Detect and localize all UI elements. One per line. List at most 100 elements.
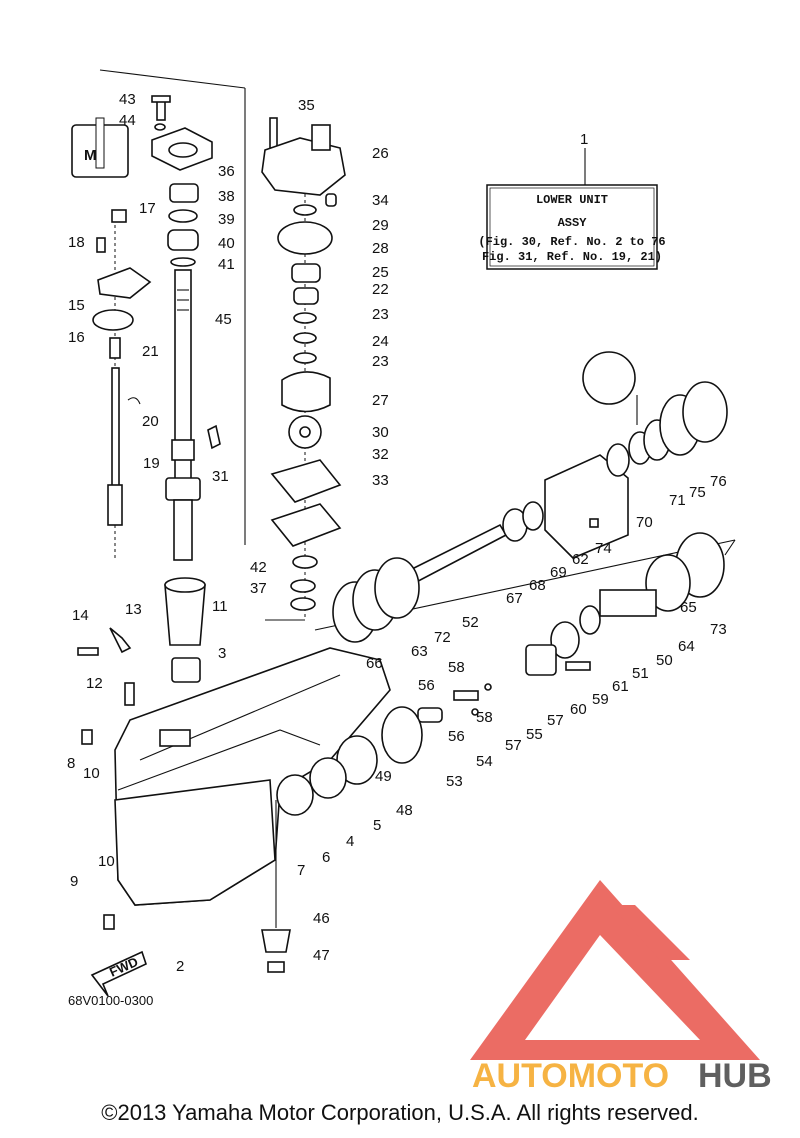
callout: 75	[689, 484, 706, 501]
callout: 47	[313, 947, 330, 964]
callout: 42	[250, 559, 267, 576]
callout: 23	[372, 353, 389, 370]
watermark-text-1: AUTOMOTO	[472, 1057, 669, 1095]
callout: 34	[372, 192, 389, 209]
callout: 57	[547, 712, 564, 729]
callout: 59	[592, 691, 609, 708]
callout: 24	[372, 333, 389, 350]
callout: 31	[212, 468, 229, 485]
shift-rod-group: M	[71, 69, 246, 683]
callout: 30	[372, 424, 389, 441]
callout: 63	[411, 643, 428, 660]
callout: 21	[142, 343, 159, 360]
callout: 19	[143, 455, 160, 472]
callout: 56	[448, 728, 465, 745]
callout: 50	[656, 652, 673, 669]
callout: 55	[526, 726, 543, 743]
callout: 58	[476, 709, 493, 726]
callout: 46	[313, 910, 330, 927]
callout: 27	[372, 392, 389, 409]
callout: 10	[83, 765, 100, 782]
callout: 69	[550, 564, 567, 581]
seal-marker-icon	[582, 351, 636, 405]
svg-text:M: M	[84, 147, 97, 164]
callout: 72	[434, 629, 451, 646]
watermark-logo: AUTOMOTO HUB	[470, 880, 772, 1095]
callout: 61	[612, 678, 629, 695]
callout: 33	[372, 472, 389, 489]
callout: 11	[212, 598, 228, 615]
callout: 74	[595, 540, 612, 557]
callout: 39	[218, 211, 235, 228]
callout: 36	[218, 163, 235, 180]
callout: 2	[176, 958, 184, 975]
callout: 12	[86, 675, 103, 692]
callout: 9	[70, 873, 78, 890]
callout: 70	[636, 514, 653, 531]
callout: 40	[218, 235, 235, 252]
callout: 38	[218, 188, 235, 205]
callout: 73	[710, 621, 727, 638]
callout: 65	[680, 599, 697, 616]
callout: 5	[373, 817, 381, 834]
diagram-code: 68V0100-0300	[68, 993, 153, 1008]
callout: 10	[98, 853, 115, 870]
callout: 56	[418, 677, 435, 694]
callout: 76	[710, 473, 727, 490]
callout: 35	[298, 97, 315, 114]
assembly-line2: ASSY	[558, 216, 588, 230]
callout: 16	[68, 329, 85, 346]
callout: 8	[67, 755, 75, 772]
callout: 43	[119, 91, 136, 108]
callout: 14	[72, 607, 89, 624]
callout: 71	[669, 492, 686, 509]
callout: 64	[678, 638, 695, 655]
callout: 62	[572, 551, 589, 568]
callout: 4	[346, 833, 354, 850]
callout: 20	[142, 413, 159, 430]
gear-case-group	[77, 627, 391, 997]
callout: 53	[446, 773, 463, 790]
callout: 18	[68, 234, 85, 251]
assembly-ref: 1	[580, 131, 588, 148]
callout: 28	[372, 240, 389, 257]
callout: 52	[462, 614, 479, 631]
callout: 17	[139, 200, 156, 217]
assembly-line1: LOWER UNIT	[536, 193, 608, 207]
copyright-line: ©2013 Yamaha Motor Corporation, U.S.A. A…	[101, 1100, 699, 1125]
callout: 37	[250, 580, 267, 597]
callout: 32	[372, 446, 389, 463]
callout: 57	[505, 737, 522, 754]
callout: 3	[218, 645, 226, 662]
callout: 6	[322, 849, 330, 866]
water-pump-group	[261, 117, 346, 621]
callout: 67	[506, 590, 523, 607]
callout: 48	[396, 802, 413, 819]
assembly-line4: Fig. 31, Ref. No. 19, 21)	[482, 250, 662, 264]
assembly-line3: (Fig. 30, Ref. No. 2 to 76	[478, 235, 665, 249]
callout: 60	[570, 701, 587, 718]
callout: 26	[372, 145, 389, 162]
callout: 68	[529, 577, 546, 594]
callout: 13	[125, 601, 142, 618]
callout: 66	[366, 655, 383, 672]
fwd-label: FWD	[107, 954, 140, 980]
callout: 23	[372, 306, 389, 323]
watermark-triangle-icon	[470, 880, 760, 1060]
callout: 15	[68, 297, 85, 314]
prop-shaft-group	[261, 351, 736, 973]
callout: 25	[372, 264, 389, 281]
callout: 22	[372, 281, 389, 298]
callout: 45	[215, 311, 232, 328]
callout: 51	[632, 665, 649, 682]
callout: 54	[476, 753, 493, 770]
callout: 58	[448, 659, 465, 676]
assembly-box: 1 LOWER UNIT ASSY (Fig. 30, Ref. No. 2 t…	[478, 131, 666, 270]
callout: 44	[119, 112, 136, 129]
callout-labels: 43 44 36 38 39 40 41 17 18 15 16 21 20 1…	[67, 91, 727, 975]
callout: 49	[375, 768, 392, 785]
callout: 7	[297, 862, 305, 879]
callout: 41	[218, 256, 235, 273]
watermark-text-2: HUB	[698, 1057, 772, 1095]
